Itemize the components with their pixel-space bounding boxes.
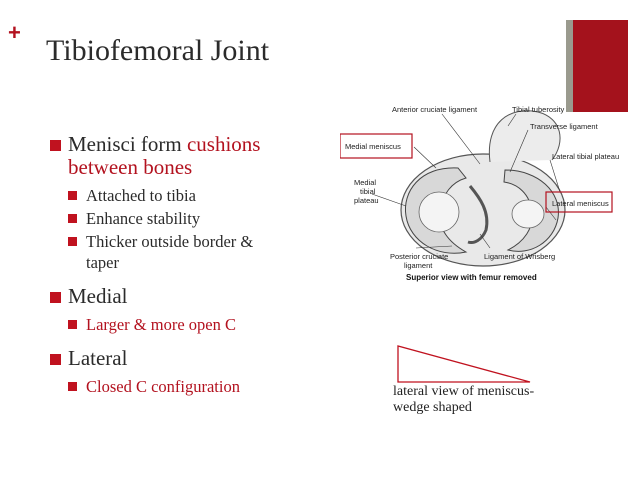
decorative-grey-bar — [566, 20, 573, 112]
label-medial-plateau-3: plateau — [354, 196, 379, 205]
bullet-list: Menisci form cushions between bones Atta… — [50, 133, 310, 399]
bullet-menisci-highlight: cushions — [186, 132, 261, 156]
plus-mark: + — [8, 20, 21, 45]
figure-caption: Superior view with femur removed — [406, 273, 537, 282]
tibial-tuberosity-shape — [488, 110, 561, 163]
slide-title: Tibiofemoral Joint — [46, 34, 270, 67]
bullet-menisci: Menisci form cushions between bones — [50, 133, 310, 179]
bullet-menisci-line2: between bones — [68, 155, 193, 179]
meniscus-diagram: Anterior cruciate ligament Tibial tubero… — [340, 105, 619, 282]
sub-bullet-thicker: Thicker outside border & taper — [68, 231, 310, 273]
sub-bullet-stability: Enhance stability — [68, 208, 310, 229]
medial-plateau-center — [418, 191, 460, 233]
bullet-lateral: Lateral — [50, 347, 310, 370]
label-wrisberg: Ligament of Wrisberg — [484, 252, 555, 261]
sub-bullet-lateral: Closed C configuration — [68, 376, 310, 397]
label-transverse-ligament: Transverse ligament — [530, 122, 599, 131]
wedge-caption: lateral view of meniscus- wedge shaped — [393, 384, 593, 416]
label-medial-plateau-1: Medial — [354, 178, 376, 187]
cruciate-ligament-shape — [467, 185, 489, 244]
label-tibial-tuberosity: Tibial tuberosity — [512, 105, 564, 114]
wedge-shape — [397, 345, 531, 383]
label-medial-meniscus: Medial meniscus — [345, 142, 401, 151]
meniscus-wedge-diagram — [397, 345, 531, 383]
label-lateral-meniscus: Lateral meniscus — [552, 199, 609, 208]
decorative-red-bar — [573, 20, 628, 112]
label-medial-plateau-2: tibial — [360, 187, 376, 196]
sub-bullet-thicker-line1: Thicker outside border & — [86, 232, 254, 251]
sub-bullet-thicker-line2: taper — [86, 253, 119, 272]
label-anterior-cruciate: Anterior cruciate ligament — [392, 105, 478, 114]
medial-meniscus-box — [340, 133, 413, 159]
sub-bullet-attached: Attached to tibia — [68, 185, 310, 206]
wedge-caption-line2: wedge shaped — [393, 400, 472, 415]
label-posterior-cruciate-1: Posterior cruciate — [390, 252, 448, 261]
bullet-menisci-text: Menisci form — [68, 132, 187, 156]
label-lateral-tibial-plateau: Lateral tibial plateau — [552, 152, 619, 161]
wedge-caption-line1: lateral view of meniscus- — [393, 384, 535, 399]
label-posterior-cruciate-2: ligament — [404, 261, 433, 270]
lateral-meniscus-box — [545, 191, 613, 213]
lateral-plateau-center — [511, 199, 545, 229]
sub-bullet-medial: Larger & more open C — [68, 314, 310, 335]
bullet-medial: Medial — [50, 285, 310, 308]
